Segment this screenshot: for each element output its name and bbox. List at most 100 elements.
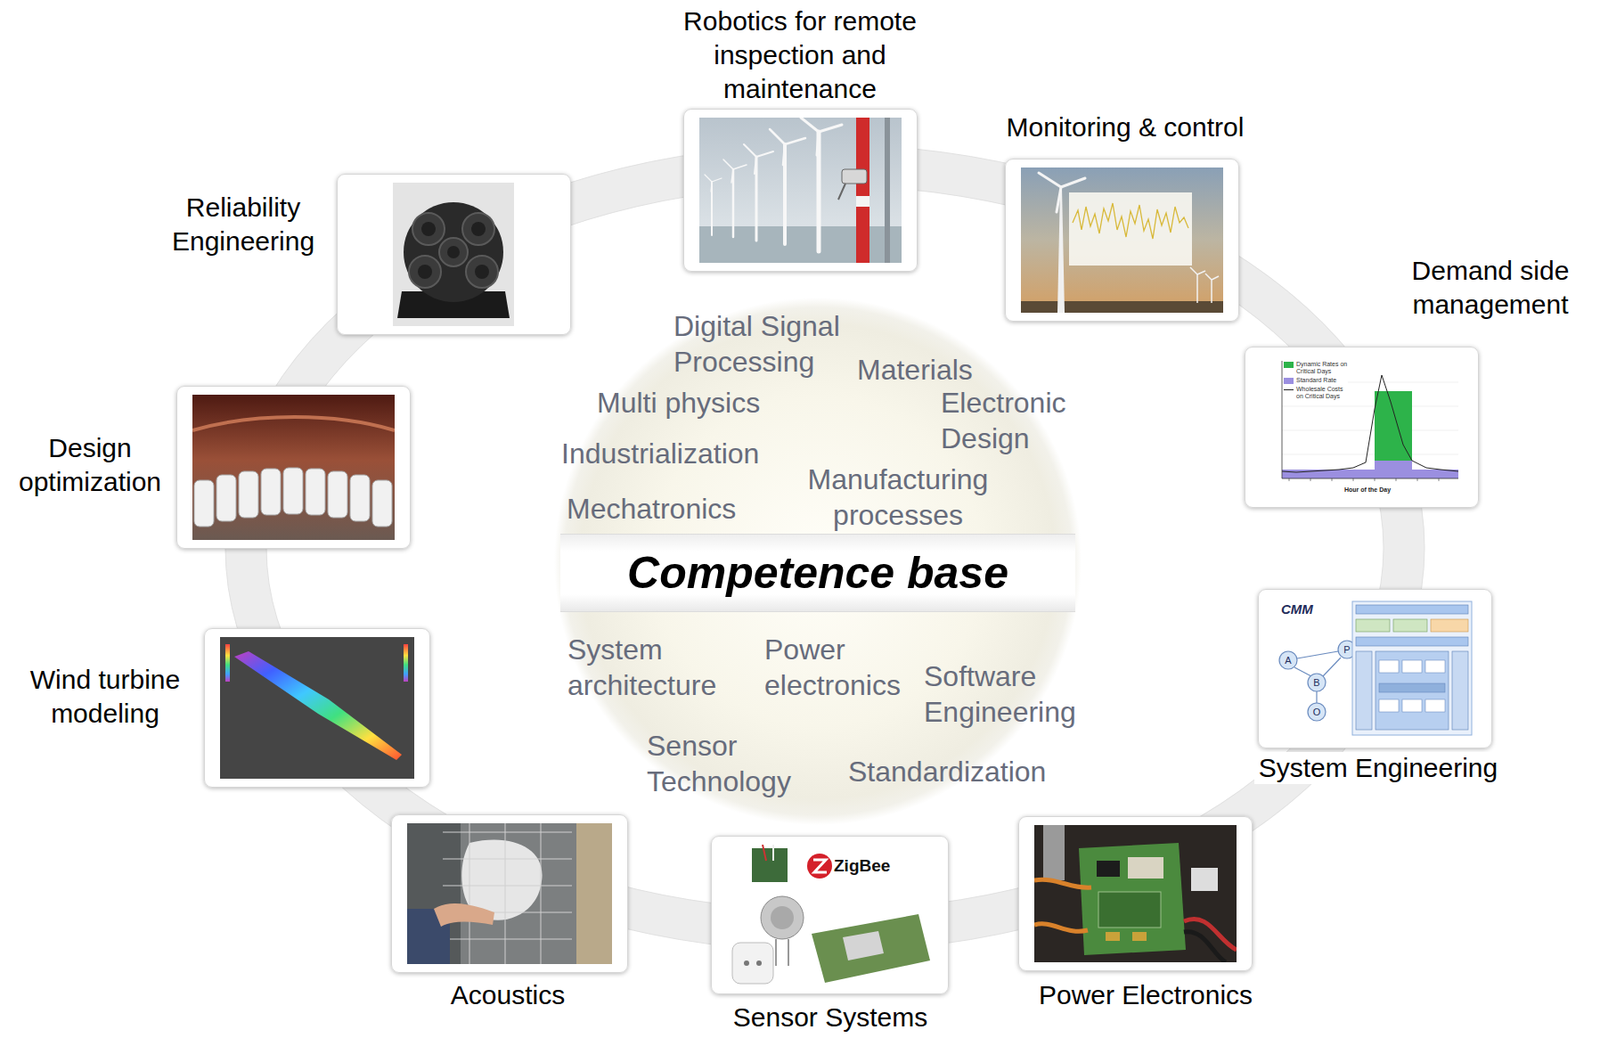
monitoring-photo-part-part — [1211, 276, 1219, 280]
robot-photo-part-part — [710, 181, 712, 192]
image-card: Wind turbine modeling — [204, 628, 431, 788]
power-electronics-photo-part — [1127, 857, 1164, 879]
monitoring-photo-part-part — [1205, 273, 1212, 280]
sensor-photo-part — [811, 914, 931, 983]
legend-row: Wholesale Costs on Critical Days — [1283, 385, 1348, 400]
sensor-photo-part — [842, 930, 884, 961]
legend-text: Dynamic Rates on Critical Days — [1296, 360, 1348, 376]
band-title: Competence base — [560, 534, 1076, 612]
robot-photo-part-part — [710, 181, 713, 236]
monitoring-photo-part-part — [1061, 178, 1086, 188]
system-engineering-figure-part-part — [1307, 702, 1326, 721]
monitoring-photo-part-part — [1197, 270, 1206, 275]
card-background-part — [1018, 816, 1253, 972]
system-engineering-figure-part-part — [1279, 651, 1298, 670]
card-title: Monitoring & control — [1002, 111, 1249, 144]
image-card: Robotics for remote inspection and maint… — [683, 108, 918, 272]
robot-photo-part — [838, 183, 846, 200]
acoustics-photo-part-part — [442, 858, 572, 860]
acoustics-photo-part — [576, 823, 613, 964]
system-engineering-figure-part — [1355, 604, 1469, 614]
component-photo-part-part — [408, 255, 441, 288]
card-background-part — [176, 385, 411, 549]
image-text: P — [1339, 643, 1355, 656]
component-photo-part-part — [421, 221, 436, 237]
legend-text: Wholesale Costs on Critical Days — [1296, 385, 1348, 400]
title-band: Competence base — [560, 533, 1076, 613]
monitoring-photo-part — [1057, 187, 1065, 313]
card-title: Design optimization — [14, 431, 167, 499]
component-photo-part — [417, 221, 490, 279]
card-title: Sensor Systems — [728, 1001, 933, 1034]
acoustics-photo-part-part — [442, 885, 572, 887]
acoustics-photo — [407, 823, 613, 964]
rate-chart-part — [1281, 478, 1459, 480]
system-engineering-figure — [1273, 597, 1477, 740]
component-photo-part-part — [462, 212, 495, 245]
rate-chart-part — [1281, 382, 1459, 455]
system-engineering-figure-part — [1452, 651, 1469, 730]
rate-chart-part-part — [1281, 430, 1459, 432]
image-text: O — [1309, 705, 1324, 719]
generator-photo — [192, 394, 395, 540]
robot-photo-part-part — [743, 144, 757, 157]
acoustics-photo-part-part — [442, 832, 572, 833]
card-title: System Engineering — [1254, 751, 1503, 784]
generator-photo-part-part — [238, 471, 259, 518]
card-title: Power Electronics — [1034, 979, 1258, 1012]
component-photo-part-part — [471, 221, 486, 237]
card-background-part — [204, 628, 431, 788]
card-background-part — [1244, 346, 1479, 508]
acoustics-photo-part-part — [540, 823, 542, 964]
system-engineering-figure-part — [1352, 601, 1472, 735]
component-photo-part-part — [447, 245, 460, 259]
line-sample — [1283, 389, 1294, 391]
power-electronics-photo-part — [1098, 891, 1161, 928]
generator-photo-part — [194, 467, 392, 527]
rate-chart-part-part — [1281, 406, 1459, 408]
monitoring-photo-part-part — [1190, 267, 1198, 275]
component-photo-part-part — [412, 212, 445, 245]
system-engineering-figure-part — [1430, 619, 1469, 632]
acoustics-photo-part — [407, 823, 613, 964]
system-engineering-figure-part — [1375, 651, 1449, 730]
power-electronics-photo-part — [1078, 842, 1186, 956]
competence-label: Electronic Design — [940, 384, 1119, 457]
rate-chart — [1260, 355, 1463, 499]
robot-photo-part-part — [732, 169, 735, 237]
image-card: Demand side management — [1244, 346, 1479, 508]
generator-photo-part-part — [305, 468, 326, 515]
monitoring-photo — [1020, 167, 1224, 313]
generator-photo-part-part — [327, 471, 348, 518]
image-text: ZigBee — [833, 855, 923, 877]
system-engineering-figure-part — [1355, 619, 1390, 632]
component-photo-part-part — [465, 255, 498, 288]
sensor-photo-part — [770, 906, 794, 930]
competence-label: Multi physics — [596, 384, 820, 421]
rate-chart-part — [1260, 355, 1463, 499]
competence-label: Software Engineering — [923, 658, 1103, 730]
system-engineering-figure-part — [1402, 660, 1422, 673]
system-engineering-figure-part — [1273, 597, 1477, 740]
power-electronics-photo-part — [1043, 824, 1065, 881]
system-engineering-figure-part-part — [1307, 673, 1326, 692]
generator-photo-part — [192, 394, 395, 540]
image-text: A — [1281, 653, 1296, 667]
generator-photo-part-part — [194, 480, 214, 527]
legend-swatch — [1283, 361, 1294, 368]
robot-photo-part-part — [800, 117, 819, 132]
system-engineering-figure-part — [1379, 699, 1399, 712]
power-electronics-photo — [1034, 824, 1237, 963]
sensor-photo-part — [775, 938, 777, 966]
generator-photo-part-part — [350, 474, 370, 522]
robot-photo-part-part — [704, 174, 712, 182]
sensor-photo-part — [756, 960, 762, 966]
robot-photo-part-part — [783, 144, 787, 245]
system-engineering-figure-part-part — [1297, 651, 1339, 659]
system-engineering-figure-part — [1425, 699, 1445, 712]
card-title: Robotics for remote inspection and maint… — [678, 4, 922, 107]
robot-photo-part-part — [723, 159, 734, 170]
robot-photo-part-part — [756, 151, 774, 157]
system-engineering-figure-part — [1402, 699, 1422, 712]
